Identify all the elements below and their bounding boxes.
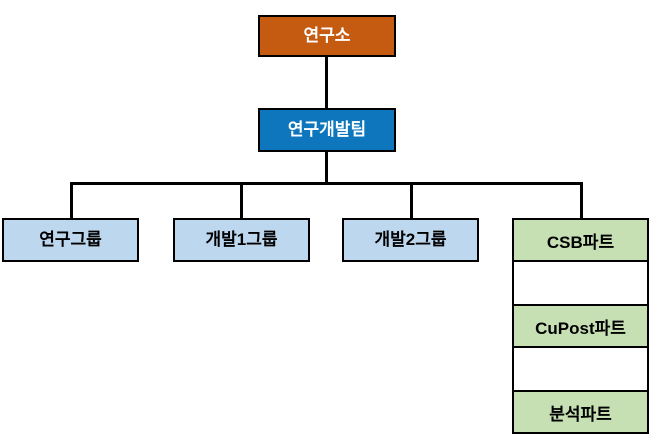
connector-drop-research-group: [70, 183, 73, 219]
org-node-rnd-team: 연구개발팀: [258, 108, 396, 152]
org-node-analysis-part: 분석파트: [514, 390, 647, 434]
connector-drop-parts-column: [580, 183, 583, 219]
org-node-dev-group-2: 개발2그룹: [342, 218, 479, 262]
org-node-dev-group-1: 개발1그룹: [173, 218, 310, 262]
org-node-csb-part: CSB파트: [514, 218, 647, 262]
connector-drop-dev-group-1: [240, 183, 243, 219]
org-node-cupost-part: CuPost파트: [514, 304, 647, 348]
org-node-research-group: 연구그룹: [2, 218, 139, 262]
connector-drop-dev-group-2: [410, 183, 413, 219]
org-parts-column: CSB파트 CuPost파트 분석파트: [512, 218, 649, 434]
org-node-research-institute: 연구소: [258, 15, 396, 57]
connector-bus-line: [70, 182, 583, 185]
connector-root-to-team: [325, 55, 328, 110]
connector-team-to-bus: [325, 150, 328, 185]
